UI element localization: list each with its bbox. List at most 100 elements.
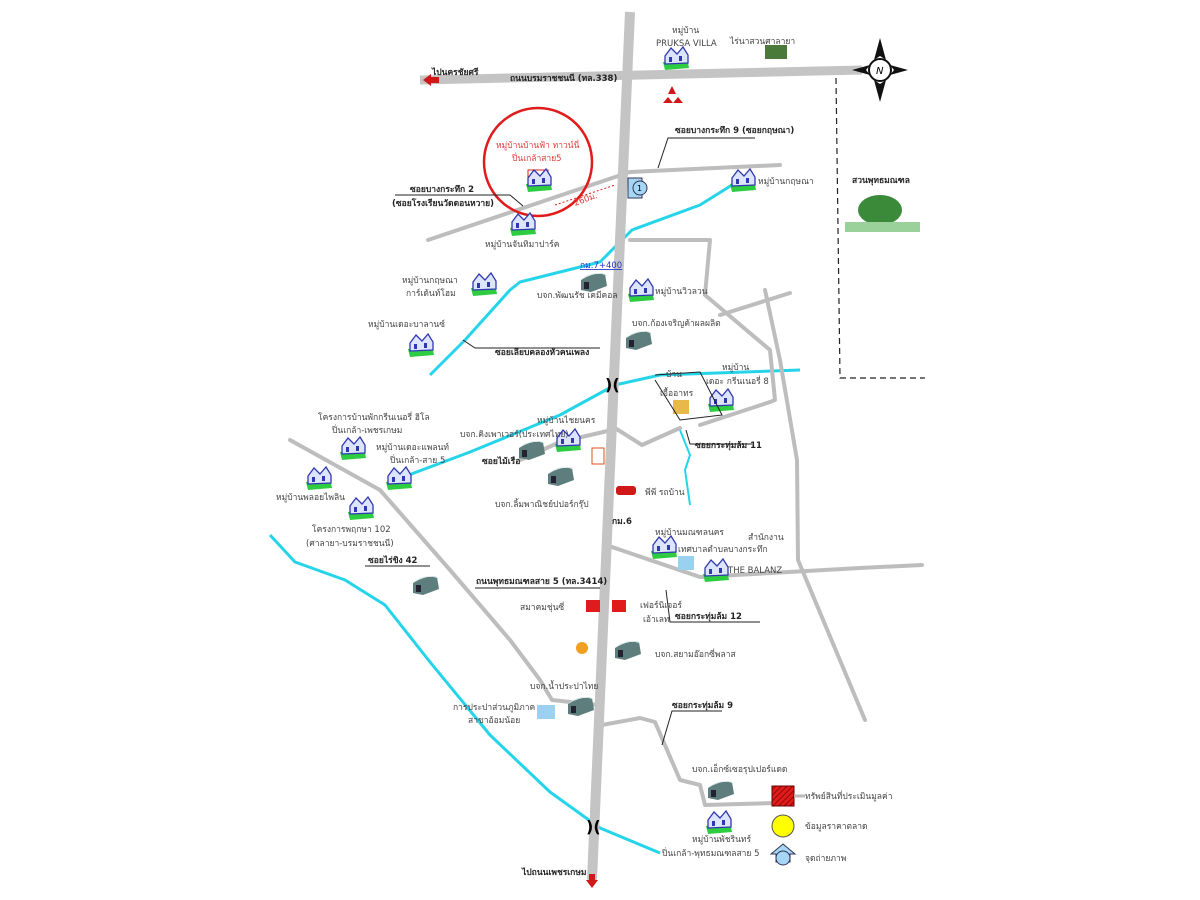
road-soi-12	[610, 545, 924, 579]
north-arrow-compass-icon: N	[852, 38, 908, 102]
label-chanthima-park: หมู่บ้านจันทิมาปาร์ค	[485, 239, 559, 250]
zoo-icon	[765, 45, 787, 59]
factory-icon	[413, 576, 439, 595]
ban-euaarthorn-icon	[673, 400, 689, 414]
label-siam-oxyplas: บจก.สยามอ๊อกซี่พลาส	[655, 648, 736, 660]
label-soi-krathumlom-12: ซอยกระทุ่มล้ม 12	[675, 611, 742, 622]
house-icon	[470, 272, 498, 297]
label-soi-bangkrathuek-2: ซอยบางกระทึก 2	[410, 184, 474, 195]
label-pruksa-102-2: (ศาลายา-บรมราชชนนี)	[306, 538, 394, 549]
label-greenery: หมู่บ้าน	[722, 362, 749, 373]
legend-appraised-property-icon	[771, 785, 795, 807]
label-soi-klong: ซอยเลียบคลองหัวคนเพลง	[495, 347, 589, 358]
label-prapa-thai: บจก.น้ำประปาไทย	[530, 680, 598, 692]
south-arrow-icon	[586, 874, 598, 888]
label-the-balance-home: หมู่บ้านเดอะบาลานซ์	[368, 319, 445, 330]
building-icon	[586, 600, 600, 612]
label-pruksa-villa: หมู่บ้าน	[672, 25, 699, 36]
house-icon	[305, 466, 333, 491]
house-icon	[347, 496, 375, 521]
label-furniture-outlet: เฟอร์นิเจอร์	[640, 600, 682, 611]
photo-point-number: 1	[637, 184, 642, 193]
river-khlong-huakhonphleng	[428, 178, 741, 377]
bridge-icon: )(	[586, 817, 601, 836]
gas-station-icon	[591, 447, 605, 465]
road-soi-bangkrathuek-2	[426, 163, 782, 242]
river-creek	[679, 429, 691, 506]
distance-line	[554, 184, 616, 206]
road-side-north	[628, 238, 777, 427]
house-icon	[705, 810, 733, 835]
label-road-phutthamonthon-5: ถนนพุทธมณฑลสาย 5 (ทล.3414)	[476, 577, 607, 587]
label-ban-euaarthorn-2: เอื้ออาทร	[660, 387, 694, 399]
label-km7: กม.7+400	[580, 261, 622, 271]
office-icon	[678, 556, 694, 570]
roads	[288, 11, 924, 881]
label-greenery-hilo-2: ปิ่นเกล้า-เพชรเกษม	[332, 424, 403, 436]
road-soi-11	[613, 426, 682, 447]
map-labels: ไปนครชัยศรี ถนนบรมราชชนนี (ทล.338) หมู่บ…	[276, 25, 910, 878]
label-chemical-company: บจก.พัฒนรัช เคมีคอล	[537, 290, 618, 301]
factory-icon	[548, 467, 574, 486]
park-icon	[845, 195, 920, 232]
road-east-long	[763, 288, 867, 722]
label-ban-euaarthorn: บ้าน	[666, 369, 682, 380]
map-icons	[305, 45, 920, 835]
river-middle	[389, 368, 801, 484]
label-wiwalan: หมู่บ้านวิวลวน	[655, 286, 708, 297]
legend-appraised-property-label: ทรัพย์สินที่ประเมินมูลค่า	[805, 790, 892, 802]
label-waterworks-2: สาขาอ้อมน้อย	[468, 715, 520, 726]
label-furniture-outlet-2: เอ้าเลท	[643, 614, 670, 625]
label-kongcharoen: บจก.ก้องเจริญค้าผลผลิต	[632, 318, 721, 329]
house-icon	[662, 46, 690, 71]
label-greenery-2: เดอะ กรีนเนอรี่ 8	[706, 375, 769, 387]
road-main-phutthamonthon-5	[587, 11, 635, 881]
label-pruksa-villa-en: PRUKSA VILLA	[656, 39, 717, 49]
factory-icon	[626, 331, 652, 350]
label-subject-property: หมู่บ้านบ้านฟ้า ทาวน์นี่	[496, 139, 580, 151]
label-the-plant: หมู่บ้านเดอะแพลนท์	[376, 442, 449, 453]
house-icon	[407, 333, 435, 358]
legend-market-data-label: ข้อมูลราคาตลาด	[805, 821, 868, 832]
factory-icon	[615, 641, 641, 660]
label-pruksa-102: โครงการพฤกษา 102	[312, 524, 391, 535]
legend-photo-point-icon	[769, 843, 797, 866]
house-icon	[385, 466, 413, 491]
photo-point-icon: 1	[627, 177, 648, 199]
house-icon	[339, 436, 367, 461]
legend: ทรัพย์สินที่ประเมินมูลค่า ข้อมูลราคาตลาด…	[769, 785, 892, 866]
label-company-south: บจก.เอ็กซ์เซอรุปเปอร์แดด	[692, 763, 787, 775]
factory-icon	[519, 441, 545, 460]
compass-label: N	[876, 66, 884, 77]
label-phutthamonthon-park: สวนพุทธมณฑล	[852, 176, 910, 186]
legend-market-data-icon	[771, 814, 795, 838]
label-soi-mairuea: ซอยไม้เรือ	[482, 456, 520, 467]
label-limpanich-group: บจก.ลิ้มพาณิชย์ปปอร์กรุ๊ป	[495, 498, 589, 510]
house-icon	[702, 558, 730, 583]
label-pp-car: พีพี รถบ้าน	[645, 487, 685, 498]
river-west	[268, 533, 661, 855]
label-monthonnakorn: หมู่บ้านมณฑลนคร	[655, 527, 724, 538]
label-soi-krathumlom-11: ซอยกระทุ่มล้ม 11	[695, 440, 762, 451]
leader-lines	[365, 137, 760, 746]
building-icon	[612, 600, 626, 612]
label-to-phetkasem: ไปถนนเพชรเกษม	[521, 867, 587, 878]
label-samakhom: สมาคมชุ่นซี่	[520, 601, 564, 613]
label-municipal-office-2: เทศบาลตำบลบางกระทึก	[678, 545, 768, 555]
label-distance: 260ม.	[573, 191, 599, 209]
label-patcharin-2: ปิ่นเกล้า-พุทธมณฑลสาย 5	[662, 847, 760, 859]
house-icon	[707, 388, 735, 413]
label-road-borommaratchachonnani: ถนนบรมราชชนนี (ทล.338)	[510, 73, 617, 84]
label-king-power: บจก.คิงเพาเวอร์(ประเทศไทย)	[460, 429, 569, 440]
factory-icon	[708, 781, 734, 800]
label-patcharin: หมู่บ้านพัชรินทร์	[692, 834, 752, 845]
house-icon	[627, 278, 655, 303]
park-boundary	[835, 77, 925, 379]
legend-photo-point-label: จุดถ่ายภาพ	[805, 854, 846, 864]
road-side-east	[718, 291, 792, 317]
label-waterworks: การประปาส่วนภูมิภาค	[453, 703, 535, 713]
label-soi-raiking-42: ซอยไร่ขิง 42	[368, 555, 418, 566]
waterworks-icon	[537, 705, 555, 719]
rivers	[268, 178, 801, 855]
bridge-icon: )(	[605, 375, 620, 394]
